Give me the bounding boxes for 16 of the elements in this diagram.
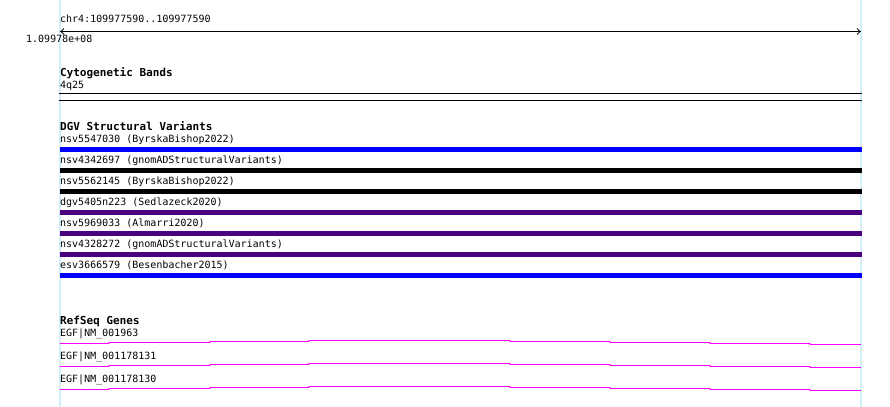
tick-label: 1.09978e+08	[26, 34, 92, 46]
variant-label: nsv5969033 (Almarri2020)	[60, 218, 204, 230]
gene-label: EGF|NM_001963	[60, 328, 138, 340]
variant-label: esv3666579 (Besenbacher2015)	[60, 260, 229, 272]
variant-label: nsv4328272 (gnomADStructuralVariants)	[60, 239, 283, 251]
variant-label: dgv5405n223 (Sedlazeck2020)	[60, 197, 223, 209]
track-heading: Cytogenetic Bands	[60, 67, 173, 79]
variant-label: nsv4342697 (gnomADStructuralVariants)	[60, 155, 283, 167]
variant-label: nsv5547030 (ByrskaBishop2022)	[60, 134, 235, 146]
gene-label: EGF|NM_001178130	[60, 374, 156, 386]
locus-heading: chr4:109977590..109977590	[60, 14, 211, 26]
variant-label: nsv5562145 (ByrskaBishop2022)	[60, 176, 235, 188]
band-label: 4q25	[60, 80, 84, 92]
gene-label: EGF|NM_001178131	[60, 351, 156, 363]
track-heading: RefSeq Genes	[60, 315, 140, 327]
track-heading: DGV Structural Variants	[60, 121, 212, 133]
